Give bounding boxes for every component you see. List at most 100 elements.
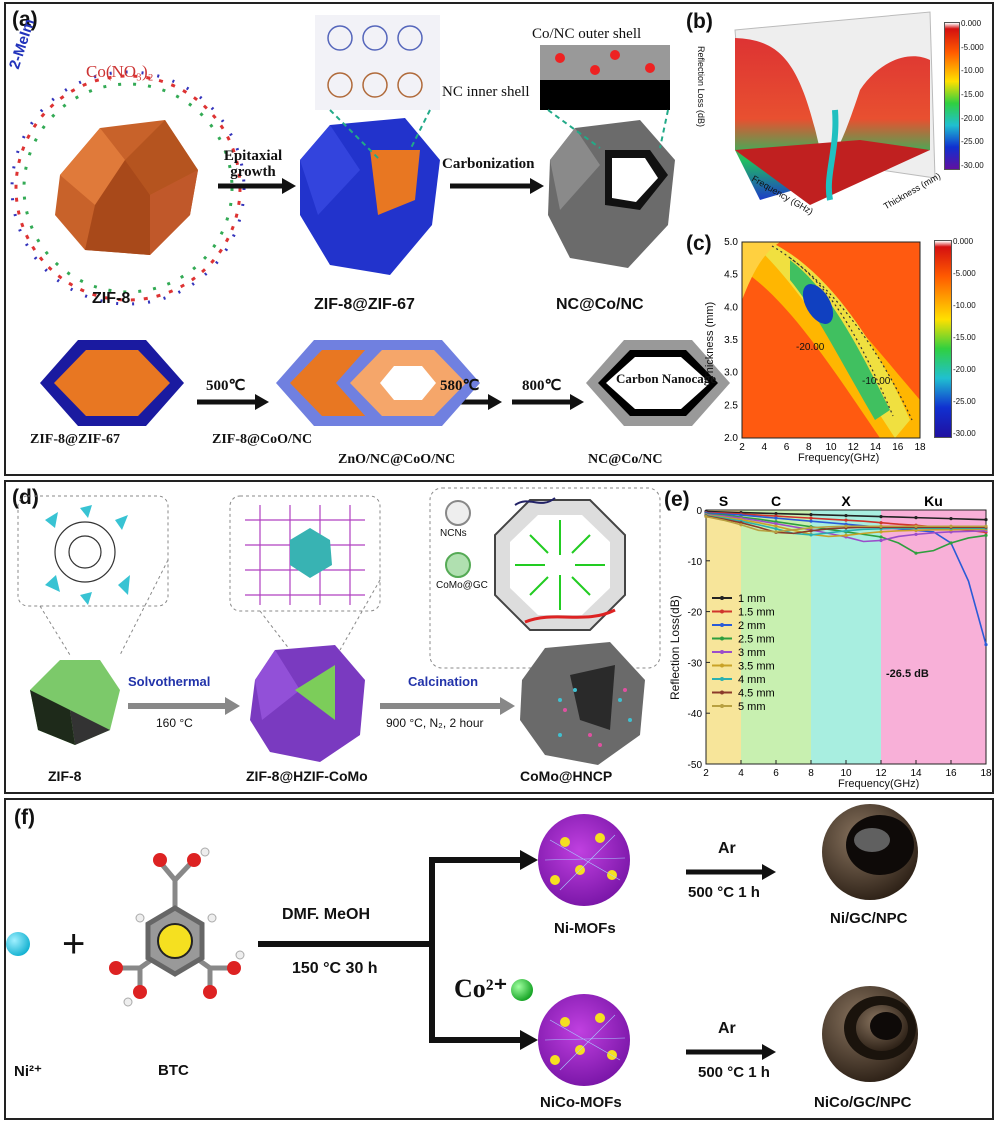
rl-legend-marker	[720, 663, 724, 668]
d-name-hzif: ZIF-8@HZIF-CoMo	[246, 768, 368, 784]
ni-mof-label: Ni-MOFs	[554, 920, 616, 937]
rl-xtick: 6	[773, 768, 779, 779]
rl-legend-label: 2.5 mm	[738, 634, 775, 646]
ni-gc-npc-shell	[822, 804, 918, 900]
d-name-como: CoMo@HNCP	[520, 768, 613, 784]
hex-label-4: NC@Co/NC	[588, 452, 663, 467]
contour-ytick: 2.0	[724, 433, 738, 444]
colorbar-b-tick: -15.00	[961, 90, 984, 99]
carbonization-label: Carbonization	[442, 156, 535, 172]
band-label: S	[719, 493, 728, 509]
contour-field	[742, 242, 920, 438]
shell-inset	[540, 45, 670, 149]
ar-arrow-top	[686, 864, 776, 880]
rl-series-point	[844, 513, 848, 518]
rl-series-point	[914, 551, 918, 555]
temp-500: 500℃	[206, 378, 246, 394]
rl-series-point	[774, 516, 778, 520]
contour-axes	[741, 241, 921, 439]
rl-xtick: 4	[738, 768, 744, 779]
ar-label-bottom: Ar	[718, 1020, 736, 1037]
colorbar-c-tick: -10.00	[953, 301, 976, 310]
rl-legend-marker	[720, 650, 724, 654]
contour-xtick: 16	[892, 442, 904, 453]
contour-label-10: -10.00	[862, 376, 891, 387]
rl-xtick: 18	[980, 768, 992, 779]
btc-molecule	[109, 847, 245, 1007]
arrow-epitaxial	[218, 178, 296, 194]
nc-co-nc-crystal	[548, 120, 675, 268]
colorbar-b-tick: -30.00	[961, 161, 984, 170]
temp-580: 580℃	[440, 378, 480, 394]
rl-xlabel: Frequency(GHz)	[838, 778, 920, 790]
colorbar-c	[934, 240, 952, 438]
rl-series-point	[879, 521, 883, 525]
octagon-inset	[494, 497, 626, 631]
rl-xtick: 14	[910, 768, 922, 779]
panel-d-graphics	[17, 487, 661, 765]
framework-structure	[315, 15, 440, 161]
ni-ion-label: Ni²⁺	[14, 1063, 42, 1080]
cage-label: Carbon Nanocage	[615, 371, 717, 386]
nico-mof-label: NiCo-MOFs	[540, 1094, 622, 1111]
salt-label: Co(NO₃)₂	[86, 62, 154, 81]
colorbar-c-tick: -5.000	[953, 269, 976, 278]
arrow-solvothermal	[128, 697, 240, 715]
band-label: X	[841, 493, 851, 509]
synthesis-arrows	[258, 857, 520, 1043]
rl-ytick: -50	[688, 760, 703, 771]
zif8-hzif-crystal	[250, 645, 365, 762]
anneal-bottom: 500 °C 1 h	[698, 1064, 770, 1081]
contour-xtick: 4	[761, 442, 767, 453]
panel-f-label: (f)	[14, 806, 35, 829]
epitaxial-label: Epitaxial growth	[223, 148, 283, 180]
colorbar-b-tick: -5.000	[961, 42, 984, 52]
rl-ytick: -40	[688, 709, 703, 720]
panel-c-label: (c)	[686, 232, 712, 255]
rl-xtick: 10	[840, 768, 852, 779]
rl-legend-label: 5 mm	[738, 701, 766, 713]
colorbar-c-tick: -30.00	[953, 429, 976, 438]
solvothermal-label: Solvothermal	[128, 674, 211, 689]
ar-arrow-bottom	[686, 1044, 776, 1060]
rl-xtick: 12	[875, 768, 887, 779]
rl-series-point	[809, 512, 813, 517]
rl-legend-marker	[720, 690, 724, 695]
band-c	[741, 510, 811, 764]
band-x	[811, 510, 881, 764]
contour-ytick: 3.5	[724, 335, 738, 346]
rl-legend-label: 4.5 mm	[738, 688, 775, 700]
contour-xtick: 8	[806, 442, 812, 453]
hzif-core	[290, 528, 332, 578]
d-name-zif8: ZIF-8	[48, 768, 82, 784]
plus-sign: +	[62, 922, 86, 966]
colorbar-b-tick: -20.00	[961, 113, 984, 123]
rl-legend-marker	[720, 609, 724, 614]
nico-gc-npc-shell	[822, 986, 918, 1082]
contour-xtick: 6	[784, 442, 790, 453]
panel-a-label: (a)	[12, 8, 38, 31]
panel-d-label: (d)	[12, 486, 39, 509]
colorbar-c-tick: -15.00	[953, 333, 976, 342]
rl-series-point	[984, 518, 988, 522]
outer-shell-label: Co/NC outer shell	[532, 26, 642, 42]
comogc-label: CoMo@GC	[436, 580, 488, 591]
co-ion-label: Co²⁺	[454, 974, 508, 1003]
panel-b-label: (b)	[686, 10, 713, 33]
rl-series-point	[879, 515, 883, 519]
surface-mesh	[734, 11, 936, 205]
como-hncp-crystal	[520, 642, 645, 765]
ni-mof-sphere	[538, 814, 630, 906]
ar-label-top: Ar	[718, 840, 736, 857]
anneal-top: 500 °C 1 h	[688, 884, 760, 901]
zif8-tetrahedra	[45, 505, 130, 605]
rl-series-point	[809, 533, 813, 537]
rl-series-point	[844, 533, 848, 538]
rl-ytick: -20	[688, 608, 703, 619]
hex-label-1: ZIF-8@ZIF-67	[30, 432, 121, 447]
ni-product-label: Ni/GC/NPC	[830, 910, 908, 927]
rl-series-point	[809, 529, 813, 533]
contour-xlabel: Frequency(GHz)	[798, 452, 880, 464]
